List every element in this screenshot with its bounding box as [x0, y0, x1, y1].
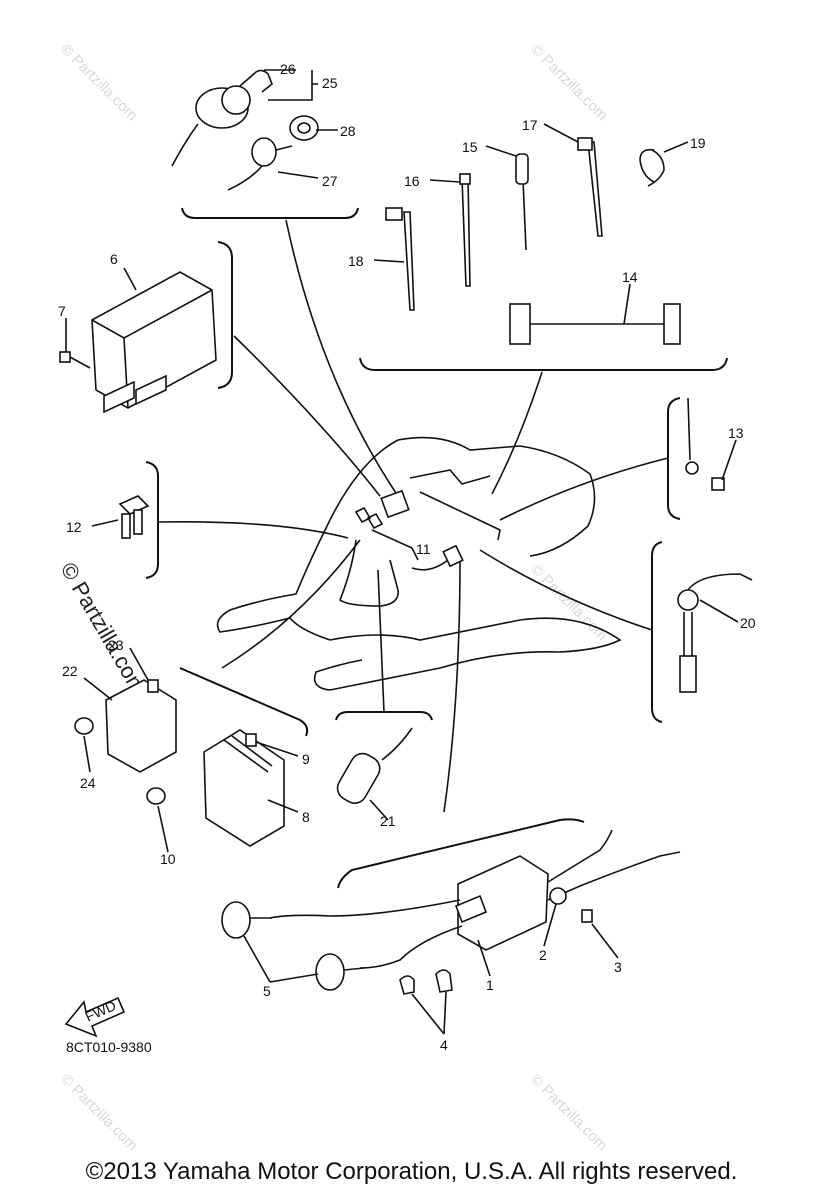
bracket-ecu [217, 241, 233, 389]
callout-25: 25 [322, 75, 338, 91]
bracket-lead [667, 397, 681, 520]
condenser [336, 727, 413, 804]
callout-8: 8 [302, 809, 310, 825]
callout-19: 19 [690, 135, 706, 151]
callout-11: 11 [416, 541, 431, 557]
bracket-top-left [181, 207, 359, 219]
watermark-mid-right: © Partzilla.com [527, 561, 610, 644]
cdi-unit [105, 679, 285, 847]
main-switch [171, 69, 273, 167]
connector-cluster-a [380, 489, 410, 519]
callout-4: 4 [440, 1037, 448, 1053]
watermark-bottom-left: © Partzilla.com [57, 1071, 140, 1154]
bracket-top-right [359, 357, 728, 371]
callout-14: 14 [622, 269, 638, 285]
clamps-group [385, 137, 681, 345]
bracket-terminal [145, 461, 159, 579]
callout-9: 9 [302, 751, 310, 767]
callout-21: 21 [380, 813, 396, 829]
grommets [74, 679, 257, 805]
callout-2: 2 [539, 947, 547, 963]
bracket-cdi [179, 667, 309, 737]
temperature-sensor [677, 573, 753, 693]
callout-22: 22 [62, 663, 78, 679]
callout-24: 24 [80, 775, 96, 791]
callout-23: 23 [108, 637, 124, 653]
callout-20: 20 [740, 615, 756, 631]
group-leaders [157, 219, 669, 813]
callout-labels: 1 2 3 4 5 6 7 8 9 10 11 12 13 14 15 16 1… [58, 61, 756, 1053]
callout-15: 15 [462, 139, 478, 155]
callout-27: 27 [322, 173, 338, 189]
callout-1: 1 [486, 977, 494, 993]
callout-3: 3 [614, 959, 622, 975]
bolt-7 [59, 351, 91, 369]
terminal-block [118, 495, 150, 539]
ecu-unit [91, 271, 217, 414]
copyright-notice: ©2013 Yamaha Motor Corporation, U.S.A. A… [85, 1158, 738, 1185]
wire-harness-frame [216, 436, 622, 691]
stop-switch [227, 137, 293, 191]
diagram-code: 8CT010-9380 [66, 1039, 152, 1055]
bracket-sensor [651, 541, 663, 723]
fwd-arrow: FWD [64, 996, 126, 1038]
callout-13: 13 [728, 425, 744, 441]
callout-28: 28 [340, 123, 356, 139]
watermark-top-left: © Partzilla.com [57, 41, 140, 124]
callout-26: 26 [280, 61, 296, 77]
watermark-top-right: © Partzilla.com [527, 41, 610, 124]
callout-17: 17 [522, 117, 538, 133]
nut-28 [289, 115, 319, 141]
callout-18: 18 [348, 253, 364, 269]
callout-12: 12 [66, 519, 82, 535]
callout-6: 6 [110, 251, 118, 267]
callout-16: 16 [404, 173, 420, 189]
callout-7: 7 [58, 303, 66, 319]
callout-leaders [65, 69, 739, 1035]
earth-lead [685, 397, 725, 491]
callout-10: 10 [160, 851, 176, 867]
connector-cluster-b [442, 544, 464, 568]
callout-5: 5 [263, 983, 271, 999]
watermark-bottom-right: © Partzilla.com [527, 1071, 610, 1154]
bracket-condenser [335, 711, 433, 721]
ignition-coil [221, 829, 681, 995]
bracket-ignition [337, 818, 585, 889]
